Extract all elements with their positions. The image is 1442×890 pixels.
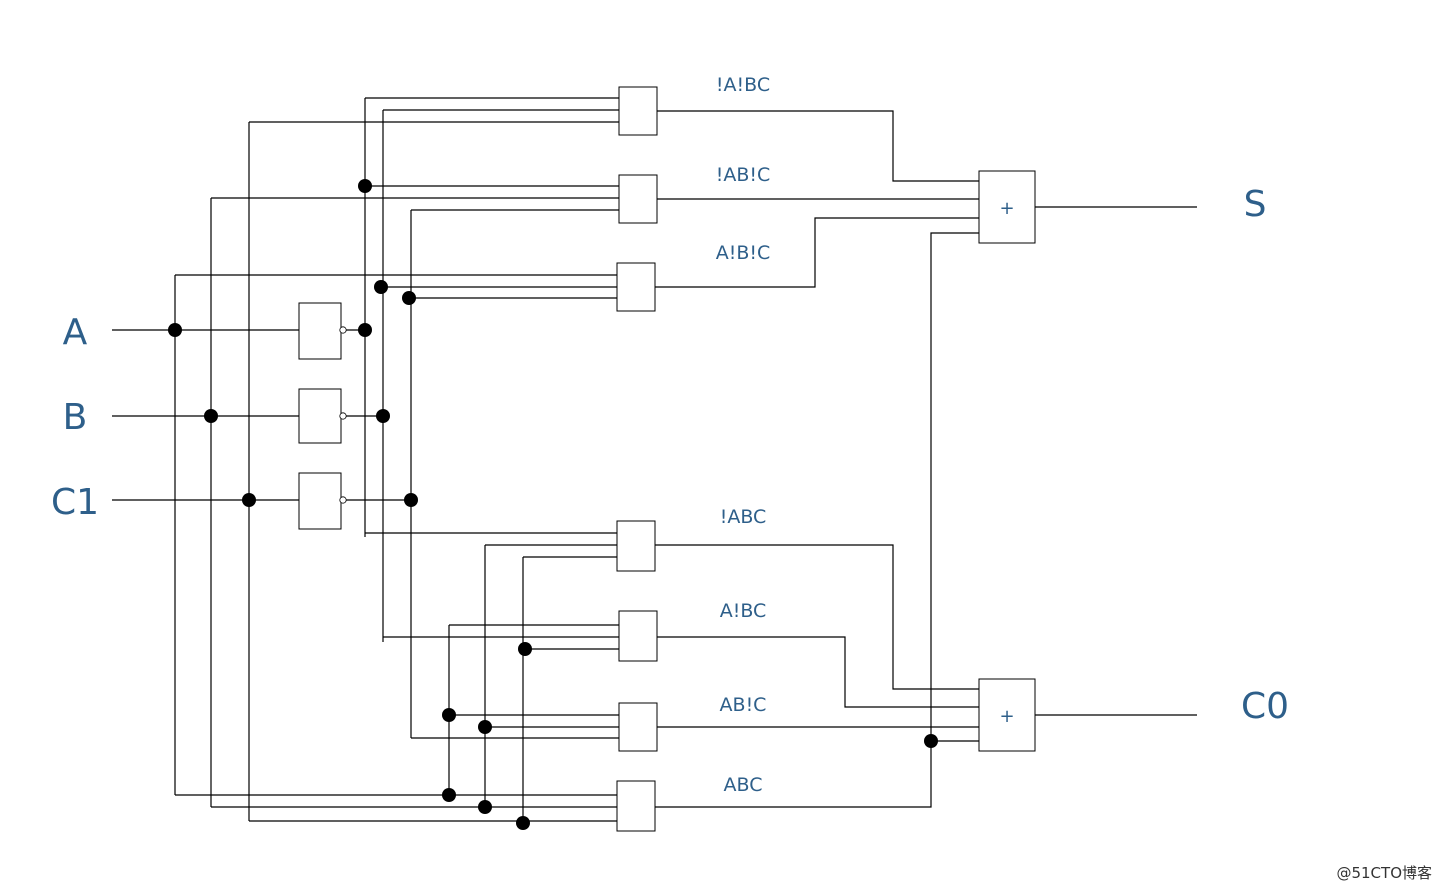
inverters (298, 302, 347, 530)
not-bubble-icon (339, 412, 347, 420)
output-label-co: C0 (1241, 686, 1289, 727)
junctions (168, 179, 938, 830)
junction-dot (168, 323, 182, 337)
term-label-nabc: !ABC (720, 506, 767, 528)
wire-term-anbnc (655, 217, 979, 288)
and-gate-nabnc (618, 174, 658, 224)
wire-term-nanbc (657, 110, 979, 182)
output-label-s: S (1244, 184, 1267, 225)
not-bubble-icon (339, 326, 347, 334)
labels: A B C1 S C0 !A!BC !AB!C A!B!C !ABC A!BC … (51, 74, 1432, 882)
junction-dot (402, 291, 416, 305)
or-gate-s (978, 170, 1036, 244)
and-gate-nanbc (618, 86, 658, 136)
term-label-abnc: AB!C (720, 694, 767, 716)
and-gate-nabc (616, 520, 656, 572)
term-label-nabnc: !AB!C (716, 164, 771, 186)
junction-dot (358, 323, 372, 337)
junction-dot (478, 720, 492, 734)
term-label-nanbc: !A!BC (716, 74, 770, 96)
and-gate-anbnc (616, 262, 656, 312)
not-gate-a (298, 302, 342, 360)
and-gate-abnc (618, 702, 658, 752)
wire-term-nabc (655, 544, 979, 690)
junction-dot (204, 409, 218, 423)
junction-dot (516, 816, 530, 830)
and-gates (616, 86, 658, 832)
watermark: @51CTO博客 (1336, 864, 1432, 882)
not-gate-c (298, 472, 342, 530)
junction-dot (358, 179, 372, 193)
and-gate-abc (616, 780, 656, 832)
not-bubble-icon (339, 496, 347, 504)
input-label-a: A (63, 312, 88, 353)
junction-dot (518, 642, 532, 656)
wire-term-anbc (657, 636, 979, 708)
and-gate-anbc (618, 610, 658, 662)
junction-dot (404, 493, 418, 507)
term-label-abc: ABC (724, 774, 763, 796)
wire-abc-to-s (930, 232, 979, 745)
wire-term-abc (655, 740, 979, 808)
junction-dot (924, 734, 938, 748)
junction-dot (478, 800, 492, 814)
term-label-anbnc: A!B!C (716, 242, 771, 264)
input-label-c: C1 (51, 482, 99, 523)
or-symbol-co: + (999, 706, 1014, 727)
or-symbol-s: + (999, 198, 1014, 219)
or-gates: + + (978, 170, 1036, 752)
not-gate-b (298, 388, 342, 444)
input-label-b: B (63, 397, 88, 438)
junction-dot (376, 409, 390, 423)
junction-dot (242, 493, 256, 507)
or-gate-co (978, 678, 1036, 752)
junction-dot (442, 708, 456, 722)
term-label-anbc: A!BC (720, 600, 767, 622)
junction-dot (374, 280, 388, 294)
junction-dot (442, 788, 456, 802)
